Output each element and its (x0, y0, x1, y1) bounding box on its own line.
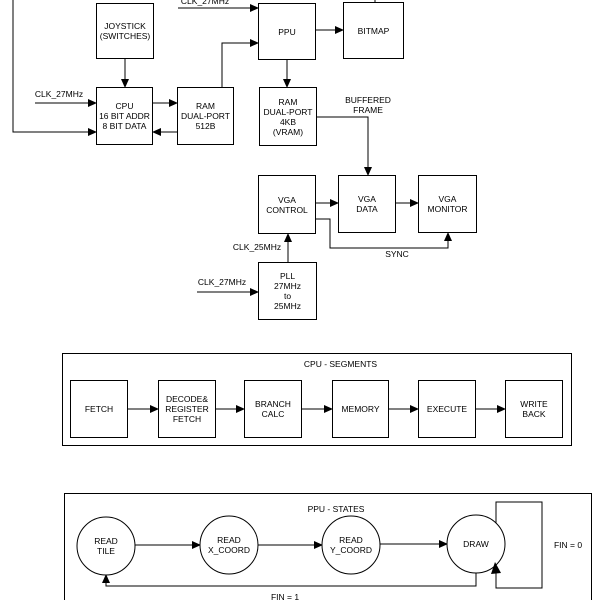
node-vga-data: VGA DATA (338, 175, 396, 233)
node-pll: PLL 27MHz to 25MHz (258, 262, 317, 320)
node-ppu-label: PPU (278, 26, 296, 37)
node-bitmap-label: BITMAP (357, 25, 390, 36)
stage-fetch-label: FETCH (84, 404, 114, 414)
edge-draw-self-loop-arrowhead (491, 562, 501, 574)
state-circle-read-ycoord (321, 515, 381, 575)
label-clk25-vga: CLK_25MHz (232, 242, 282, 252)
node-vga-monitor-label: VGA MONITOR (427, 194, 468, 214)
stage-execute: EXECUTE (418, 380, 476, 438)
node-vga-control: VGA CONTROL (258, 175, 316, 234)
stage-execute-label: EXECUTE (426, 404, 468, 414)
state-circle-draw (446, 514, 506, 574)
edge-vram-to-vgadata (317, 116, 372, 176)
ppu-states-container (64, 493, 592, 600)
node-ppu: PPU (258, 3, 316, 60)
edge-ram-to-ppu (221, 39, 259, 87)
label-clk27-ppu: CLK_27MHz (180, 0, 230, 6)
stage-branch-label: BRANCH CALC (255, 399, 291, 419)
edge-data-bus-to-cpu (12, 0, 97, 136)
stage-decode-label: DECODE& REGISTER FETCH (165, 394, 209, 424)
state-read-tile-label: READ TILE (94, 536, 118, 556)
label-clk27-pll: CLK_27MHz (197, 277, 247, 287)
state-draw-label: DRAW (463, 539, 489, 549)
state-read-xcoord: READ X_COORD (200, 516, 258, 574)
ppu-states-title: PPU - STATES (307, 504, 365, 514)
stage-memory-label: MEMORY (341, 404, 380, 414)
label-fin-0: FIN = 0 (553, 540, 583, 550)
edge-draw-restart (102, 573, 477, 587)
node-ram-512b: RAM DUAL-PORT 512B (177, 87, 234, 145)
stage-branch-calc: BRANCH CALC (244, 380, 302, 438)
state-circle-read-xcoord (199, 515, 259, 575)
state-circle-read-tile (76, 516, 136, 576)
node-ram-512b-label: RAM DUAL-PORT 512B (181, 101, 230, 131)
stage-write-back: WRITE BACK (505, 380, 563, 438)
stage-decode-register-fetch: DECODE& REGISTER FETCH (158, 380, 216, 438)
stage-memory: MEMORY (332, 380, 389, 438)
state-read-tile: READ TILE (77, 517, 135, 575)
cpu-segments-container (62, 353, 572, 446)
node-bitmap: BITMAP (343, 2, 404, 59)
node-cpu: CPU 16 BIT ADDR 8 BIT DATA (96, 87, 153, 145)
edge-sync (316, 218, 452, 249)
node-vga-data-label: VGA DATA (356, 194, 378, 214)
node-vram-label: RAM DUAL-PORT 4KB (VRAM) (263, 96, 313, 137)
label-buffered-frame: BUFFERED FRAME (345, 95, 391, 115)
node-joystick-label: JOYSTICK (SWITCHES) (99, 21, 151, 41)
cpu-segments-title: CPU - SEGMENTS (303, 359, 378, 369)
state-read-ycoord-label: READ Y_COORD (329, 535, 373, 555)
label-sync: SYNC (385, 249, 409, 259)
state-read-xcoord-label: READ X_COORD (207, 535, 251, 555)
node-joystick: JOYSTICK (SWITCHES) (96, 3, 154, 59)
label-clk27-cpu: CLK_27MHz (34, 89, 84, 99)
node-vram: RAM DUAL-PORT 4KB (VRAM) (259, 87, 317, 146)
node-pll-label: PLL 27MHz to 25MHz (274, 271, 301, 311)
stage-fetch: FETCH (70, 380, 128, 438)
state-draw: DRAW (447, 515, 505, 573)
node-vga-control-label: VGA CONTROL (266, 194, 308, 215)
label-fin-1: FIN = 1 (270, 592, 300, 600)
node-cpu-label: CPU 16 BIT ADDR 8 BIT DATA (99, 101, 150, 131)
state-read-ycoord: READ Y_COORD (322, 516, 380, 574)
stage-writeback-label: WRITE BACK (520, 399, 548, 419)
node-vga-monitor: VGA MONITOR (418, 175, 477, 233)
